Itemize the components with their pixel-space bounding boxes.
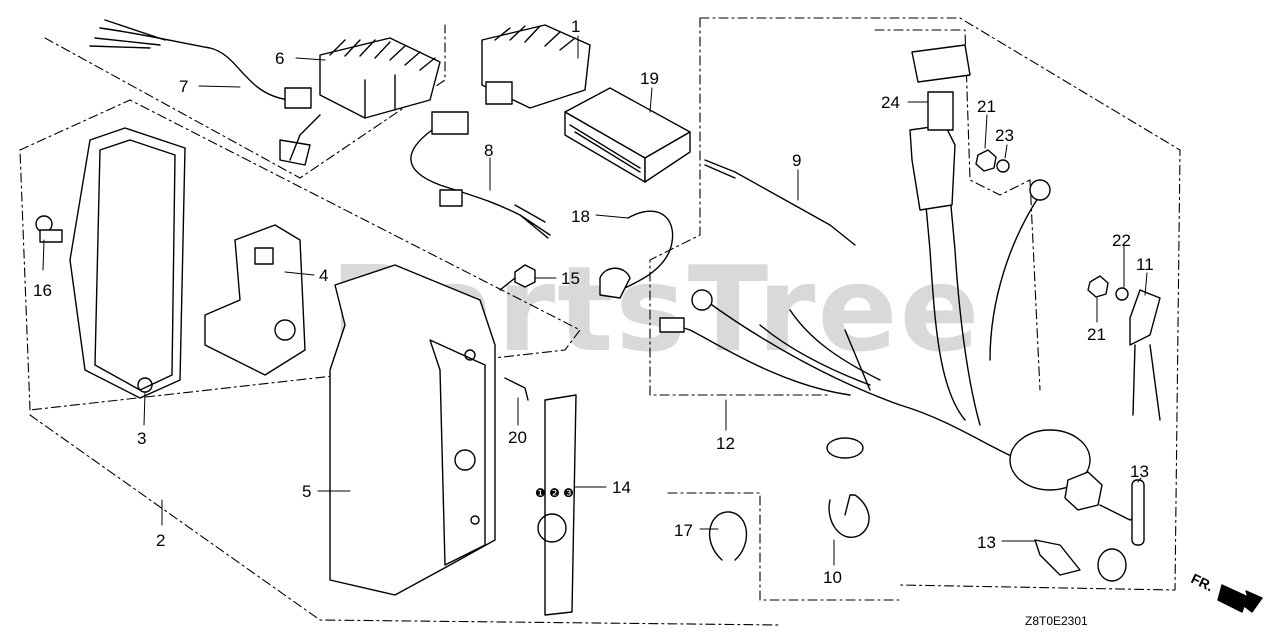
callout-13-right: 13 bbox=[1130, 462, 1149, 481]
callout-22: 22 bbox=[1112, 231, 1131, 250]
direction-arrow-icon bbox=[1217, 584, 1263, 613]
part-5-panel bbox=[329, 264, 496, 596]
part-14-label: ❶ ❷ ❸ bbox=[535, 394, 577, 616]
diagram-code: Z8T0E2301 bbox=[1025, 614, 1088, 628]
direction-label: FR. bbox=[1189, 570, 1216, 594]
part-18-band bbox=[599, 210, 674, 299]
callout-6: 6 bbox=[275, 49, 284, 68]
callout-11: 11 bbox=[1136, 255, 1154, 274]
part-15-bolt bbox=[499, 264, 536, 291]
callout-23: 23 bbox=[995, 126, 1014, 145]
callout-14: 14 bbox=[612, 478, 631, 497]
boundary-center bbox=[649, 17, 831, 396]
part-13-key-lower bbox=[1034, 539, 1127, 582]
part-21-nut-upper bbox=[975, 149, 997, 172]
part-1-regulator bbox=[481, 24, 591, 109]
callout-15: 15 bbox=[561, 269, 580, 288]
callout-4: 4 bbox=[319, 266, 328, 285]
part-8-harness bbox=[410, 111, 551, 239]
callout-12: 12 bbox=[716, 434, 735, 453]
part-10-clamp bbox=[828, 494, 870, 538]
boundary-lower-left bbox=[19, 149, 31, 411]
callout-16: 16 bbox=[33, 281, 52, 300]
boundary-top-left bbox=[44, 24, 446, 179]
part-21-nut-lower bbox=[1087, 275, 1109, 298]
svg-text:❶ ❷ ❸: ❶ ❷ ❸ bbox=[535, 486, 574, 500]
part-6-regulator bbox=[319, 37, 441, 119]
part-17-clip bbox=[708, 511, 748, 561]
callout-3: 3 bbox=[137, 429, 146, 448]
callout-24: 24 bbox=[881, 93, 900, 112]
callout-5: 5 bbox=[302, 482, 311, 501]
part-24-fuse bbox=[909, 44, 971, 211]
callout-19: 19 bbox=[640, 69, 659, 88]
part-12-harness bbox=[659, 139, 1051, 461]
part-16-screw bbox=[35, 215, 63, 243]
callout-2: 2 bbox=[156, 531, 165, 550]
part-7-harness bbox=[89, 19, 321, 166]
callout-17: 17 bbox=[674, 521, 693, 540]
part-13-key-right bbox=[1099, 479, 1145, 546]
grommet bbox=[826, 437, 864, 459]
callout-8: 8 bbox=[484, 141, 493, 160]
direction-indicator: FR. bbox=[1189, 570, 1263, 613]
boundary-bottom bbox=[29, 414, 781, 626]
callout-10: 10 bbox=[823, 568, 842, 587]
leader-lines bbox=[42, 35, 1148, 566]
boundary-clip bbox=[667, 492, 901, 601]
part-9-cable bbox=[704, 159, 856, 246]
part-20-screw bbox=[504, 377, 529, 401]
part-11-diode bbox=[1129, 289, 1161, 421]
part-4-bracket bbox=[204, 224, 306, 376]
part-3-cover bbox=[69, 127, 186, 399]
callout-7: 7 bbox=[179, 77, 188, 96]
callout-9: 9 bbox=[792, 151, 801, 170]
callout-21-upper: 21 bbox=[977, 97, 996, 116]
callout-18: 18 bbox=[571, 207, 590, 226]
boundary-right bbox=[699, 17, 1181, 591]
boundary-inner-right bbox=[874, 29, 1041, 391]
part-22-washer bbox=[1115, 287, 1129, 301]
starter-solenoid bbox=[1009, 429, 1103, 511]
part-19-pad bbox=[564, 87, 691, 183]
part-23-washer bbox=[996, 159, 1010, 173]
callout-1: 1 bbox=[571, 17, 580, 36]
callout-labels: 1 2 3 4 5 6 7 8 9 10 11 12 13 13 14 15 1… bbox=[33, 17, 1154, 587]
callout-13-lower: 13 bbox=[977, 533, 996, 552]
callout-20: 20 bbox=[508, 428, 527, 447]
callout-21-lower: 21 bbox=[1087, 325, 1106, 344]
